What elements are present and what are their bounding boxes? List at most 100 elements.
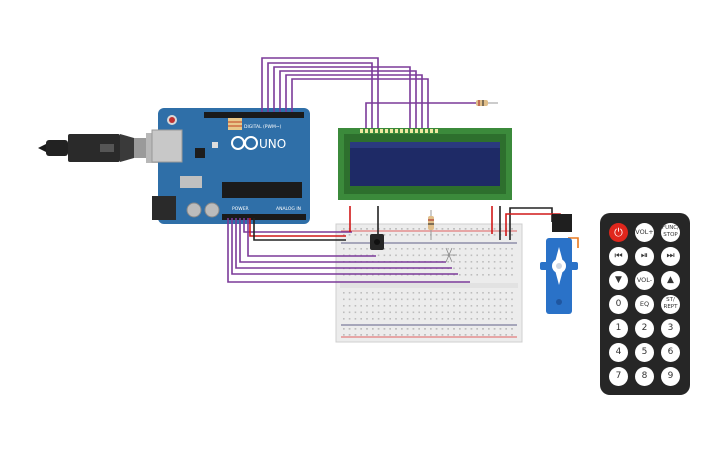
breadboard-hole bbox=[348, 234, 351, 236]
breadboard-hole bbox=[447, 311, 449, 314]
breadboard-hole bbox=[354, 234, 357, 236]
breadboard-hole bbox=[360, 334, 362, 336]
breadboard-hole bbox=[453, 248, 455, 250]
breadboard-hole bbox=[348, 298, 351, 301]
breadboard-hole bbox=[389, 254, 391, 257]
breadboard-hole bbox=[424, 328, 426, 330]
breadboard-hole bbox=[360, 292, 362, 294]
remote-button-eq[interactable]: EQ bbox=[635, 295, 654, 314]
breadboard-hole bbox=[430, 311, 432, 314]
remote-button-next[interactable]: ⏭ bbox=[661, 247, 680, 266]
breadboard-hole bbox=[401, 318, 403, 320]
breadboard-hole bbox=[406, 318, 409, 320]
breadboard-hole bbox=[418, 334, 420, 336]
breadboard-hole bbox=[372, 318, 374, 320]
breadboard-hole bbox=[511, 228, 513, 230]
breadboard-hole bbox=[395, 328, 397, 330]
remote-button-vol-up[interactable]: VOL+ bbox=[635, 223, 654, 242]
remote-button-zero[interactable]: 0 bbox=[609, 295, 628, 314]
remote-button-six[interactable]: 6 bbox=[661, 343, 680, 362]
power-header-label: POWER bbox=[232, 206, 249, 212]
diode-component[interactable] bbox=[443, 247, 457, 263]
board-model-label: UNO bbox=[259, 137, 286, 151]
resistor-top[interactable] bbox=[476, 100, 498, 106]
breadboard-hole bbox=[383, 334, 386, 336]
breadboard-hole bbox=[424, 305, 426, 307]
breadboard-hole bbox=[343, 248, 345, 250]
remote-button-two[interactable]: 2 bbox=[635, 319, 654, 338]
remote-button-power[interactable]: ⏻ bbox=[609, 223, 628, 242]
remote-button-st-rept[interactable]: ST/ REPT bbox=[661, 295, 680, 314]
breadboard-hole bbox=[493, 274, 496, 276]
breadboard-hole bbox=[447, 234, 449, 236]
breadboard-hole bbox=[360, 234, 362, 236]
breadboard-hole bbox=[470, 292, 473, 294]
breadboard-hole bbox=[505, 254, 507, 257]
breadboard-hole bbox=[453, 305, 455, 307]
remote-button-five[interactable]: 5 bbox=[635, 343, 654, 362]
breadboard-hole bbox=[372, 334, 374, 336]
ir-receiver[interactable] bbox=[370, 234, 384, 250]
breadboard-hole bbox=[366, 318, 368, 320]
breadboard-hole bbox=[366, 334, 368, 336]
lcd-pin bbox=[430, 129, 433, 133]
breadboard-hole bbox=[389, 305, 391, 307]
breadboard-hole bbox=[430, 318, 432, 320]
remote-button-down[interactable]: ▼ bbox=[609, 271, 628, 290]
breadboard-hole bbox=[366, 234, 368, 236]
breadboard-hole bbox=[395, 305, 397, 307]
breadboard-hole bbox=[424, 254, 426, 257]
breadboard-hole bbox=[464, 267, 467, 270]
remote-button-eight[interactable]: 8 bbox=[635, 367, 654, 386]
remote-button-play-pause[interactable]: ⏯ bbox=[635, 247, 654, 266]
breadboard-hole bbox=[412, 228, 415, 230]
breadboard-hole bbox=[435, 234, 438, 236]
breadboard-hole bbox=[459, 334, 461, 336]
lcd-pin bbox=[375, 129, 378, 133]
breadboard-hole bbox=[406, 228, 409, 230]
remote-button-prev[interactable]: ⏮ bbox=[609, 247, 628, 266]
breadboard-hole bbox=[470, 267, 473, 270]
breadboard-hole bbox=[441, 248, 444, 250]
breadboard-hole bbox=[441, 298, 444, 301]
breadboard-hole bbox=[459, 248, 461, 250]
breadboard-hole bbox=[453, 292, 455, 294]
remote-button-func-stop[interactable]: FUNC/ STOP bbox=[661, 223, 680, 242]
breadboard-hole bbox=[354, 334, 357, 336]
breadboard-hole bbox=[470, 334, 473, 336]
remote-button-one[interactable]: 1 bbox=[609, 319, 628, 338]
breadboard[interactable] bbox=[335, 223, 523, 343]
breadboard-hole bbox=[343, 292, 345, 294]
breadboard-hole bbox=[412, 298, 415, 301]
breadboard-hole bbox=[476, 254, 478, 257]
remote-button-nine[interactable]: 9 bbox=[661, 367, 680, 386]
breadboard-hole bbox=[401, 298, 403, 301]
breadboard-hole bbox=[493, 248, 496, 250]
remote-button-vol-down[interactable]: VOL- bbox=[635, 271, 654, 290]
remote-button-seven[interactable]: 7 bbox=[609, 367, 628, 386]
breadboard-hole bbox=[505, 328, 507, 330]
breadboard-hole bbox=[348, 305, 351, 307]
servo-motor[interactable] bbox=[540, 214, 578, 314]
breadboard-hole bbox=[511, 311, 513, 314]
remote-button-four[interactable]: 4 bbox=[609, 343, 628, 362]
breadboard-hole bbox=[412, 234, 415, 236]
breadboard-hole bbox=[459, 274, 461, 276]
breadboard-hole bbox=[401, 234, 403, 236]
breadboard-hole bbox=[505, 334, 507, 336]
breadboard-hole bbox=[412, 248, 415, 250]
remote-button-three[interactable]: 3 bbox=[661, 319, 680, 338]
breadboard-hole bbox=[470, 305, 473, 307]
lcd-pin bbox=[415, 129, 418, 133]
breadboard-hole bbox=[499, 305, 502, 307]
arduino-uno-board[interactable]: UNO DIGITAL (PWM~) ANALOG IN POWER bbox=[151, 108, 310, 224]
lcd-pin bbox=[425, 129, 428, 133]
resistor-breadboard[interactable] bbox=[428, 210, 434, 240]
remote-button-up[interactable]: ▲ bbox=[661, 271, 680, 290]
lcd-display[interactable] bbox=[338, 128, 512, 200]
breadboard-hole bbox=[464, 318, 467, 320]
breadboard-hole bbox=[499, 318, 502, 320]
breadboard-hole bbox=[412, 292, 415, 294]
